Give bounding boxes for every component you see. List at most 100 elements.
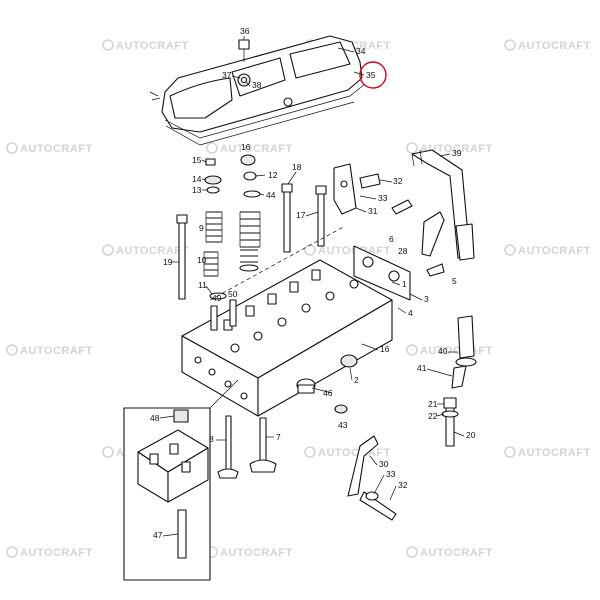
watermark: AUTOCRAFT xyxy=(6,546,93,559)
watermark: AUTOCRAFT xyxy=(6,344,93,357)
highlight-circle-35 xyxy=(359,61,387,89)
callout-14: 14 xyxy=(192,174,202,184)
fastener-28[interactable] xyxy=(421,211,445,257)
callout-18: 18 xyxy=(292,162,302,172)
watermark: AUTOCRAFT xyxy=(504,39,591,52)
callout-44: 44 xyxy=(266,190,276,200)
watermark: AUTOCRAFT xyxy=(206,142,293,155)
temperature-sender[interactable] xyxy=(451,315,477,389)
bypass-hose[interactable] xyxy=(411,149,475,261)
callout-30: 30 xyxy=(379,459,389,469)
callout-31: 31 xyxy=(368,206,378,216)
callout-39: 39 xyxy=(452,148,462,158)
svg-text:AUTOCRAFT: AUTOCRAFT xyxy=(220,547,293,559)
cylinder-head[interactable] xyxy=(181,225,393,417)
watermark: AUTOCRAFT xyxy=(406,344,493,357)
svg-text:AUTOCRAFT: AUTOCRAFT xyxy=(20,547,93,559)
callout-20: 20 xyxy=(466,430,476,440)
svg-text:AUTOCRAFT: AUTOCRAFT xyxy=(420,143,493,155)
fastener-33[interactable] xyxy=(391,199,413,215)
watermark: AUTOCRAFT xyxy=(6,142,93,155)
nut-43[interactable] xyxy=(334,404,348,414)
callout-33: 33 xyxy=(378,193,388,203)
callout-13: 13 xyxy=(192,185,202,195)
inset-nut-48[interactable] xyxy=(173,409,189,423)
callout-12: 12 xyxy=(268,170,278,180)
svg-text:AUTOCRAFT: AUTOCRAFT xyxy=(420,345,493,357)
watermark: AUTOCRAFT xyxy=(406,546,493,559)
svg-text:AUTOCRAFT: AUTOCRAFT xyxy=(20,345,93,357)
callout-6: 6 xyxy=(389,234,394,244)
inset-stud-47[interactable] xyxy=(177,509,187,559)
callout-43: 43 xyxy=(338,420,348,430)
head-ports xyxy=(194,269,359,400)
svg-text:AUTOCRAFT: AUTOCRAFT xyxy=(220,143,293,155)
svg-text:AUTOCRAFT: AUTOCRAFT xyxy=(116,40,189,52)
valve-8[interactable] xyxy=(217,415,239,479)
cylinder-head-bolts[interactable] xyxy=(176,183,327,300)
inlet-studs[interactable] xyxy=(210,299,237,331)
callout-28: 28 xyxy=(398,246,408,256)
watermark: AUTOCRAFT xyxy=(206,546,293,559)
callout-2: 2 xyxy=(354,375,359,385)
callout-35: 35 xyxy=(366,70,376,80)
callout-33b: 33 xyxy=(386,469,396,479)
callout-41: 41 xyxy=(417,363,427,373)
callouts: 36 34 37 38 35 15 16 12 18 14 44 13 17 3… xyxy=(150,26,476,540)
callout-4: 4 xyxy=(408,308,413,318)
callout-1: 1 xyxy=(402,279,407,289)
svg-text:AUTOCRAFT: AUTOCRAFT xyxy=(420,547,493,559)
svg-text:AUTOCRAFT: AUTOCRAFT xyxy=(518,40,591,52)
callout-leaders xyxy=(159,36,465,537)
callout-10: 10 xyxy=(197,255,207,265)
callout-11: 11 xyxy=(198,280,207,290)
svg-text:AUTOCRAFT: AUTOCRAFT xyxy=(318,447,391,459)
callout-3: 3 xyxy=(424,294,429,304)
svg-text:AUTOCRAFT: AUTOCRAFT xyxy=(518,245,591,257)
valve-7[interactable] xyxy=(249,417,277,473)
watermark: AUTOCRAFT xyxy=(102,244,189,257)
lifting-bracket[interactable] xyxy=(333,163,381,215)
watermark: AUTOCRAFT xyxy=(406,142,493,155)
callout-32: 32 xyxy=(393,176,403,186)
thermostat-housing[interactable] xyxy=(340,354,358,368)
callout-49: 49 xyxy=(212,293,222,303)
callout-40: 40 xyxy=(438,346,448,356)
callout-50: 50 xyxy=(228,289,238,299)
svg-text:AUTOCRAFT: AUTOCRAFT xyxy=(20,143,93,155)
callout-38: 38 xyxy=(252,80,262,90)
watermark: AUTOCRAFT xyxy=(304,244,390,257)
callout-16: 16 xyxy=(241,142,251,152)
callout-16b: 16 xyxy=(380,344,390,354)
bolt-32-lower[interactable] xyxy=(359,491,397,521)
callout-5: 5 xyxy=(452,276,457,286)
callout-7: 7 xyxy=(276,432,281,442)
bolt-20[interactable] xyxy=(441,397,459,447)
callout-17: 17 xyxy=(296,210,306,220)
callout-46: 46 xyxy=(323,388,333,398)
watermark: AUTOCRAFT xyxy=(102,39,189,52)
svg-text:AUTOCRAFT: AUTOCRAFT xyxy=(518,447,591,459)
callout-21: 21 xyxy=(428,399,438,409)
bolt-5[interactable] xyxy=(426,263,445,277)
rocker-cover[interactable] xyxy=(149,35,366,146)
callout-34: 34 xyxy=(356,46,366,56)
watermark: AUTOCRAFT xyxy=(504,446,591,459)
callout-36: 36 xyxy=(240,26,250,36)
callout-15: 15 xyxy=(192,155,202,165)
bracket-30[interactable] xyxy=(347,435,379,497)
valve-springs[interactable] xyxy=(203,211,261,300)
manifold-gasket[interactable] xyxy=(353,245,411,301)
callout-47: 47 xyxy=(153,530,163,540)
core-plug[interactable] xyxy=(296,378,316,394)
svg-text:AUTOCRAFT: AUTOCRAFT xyxy=(116,245,189,257)
callout-37: 37 xyxy=(222,70,232,80)
valve-cap[interactable] xyxy=(204,154,261,198)
callout-32b: 32 xyxy=(398,480,408,490)
watermark: AUTOCRAFT xyxy=(504,244,591,257)
callout-8: 8 xyxy=(209,434,214,444)
callout-19: 19 xyxy=(163,257,173,267)
callout-22: 22 xyxy=(428,411,438,421)
callout-48: 48 xyxy=(150,413,160,423)
